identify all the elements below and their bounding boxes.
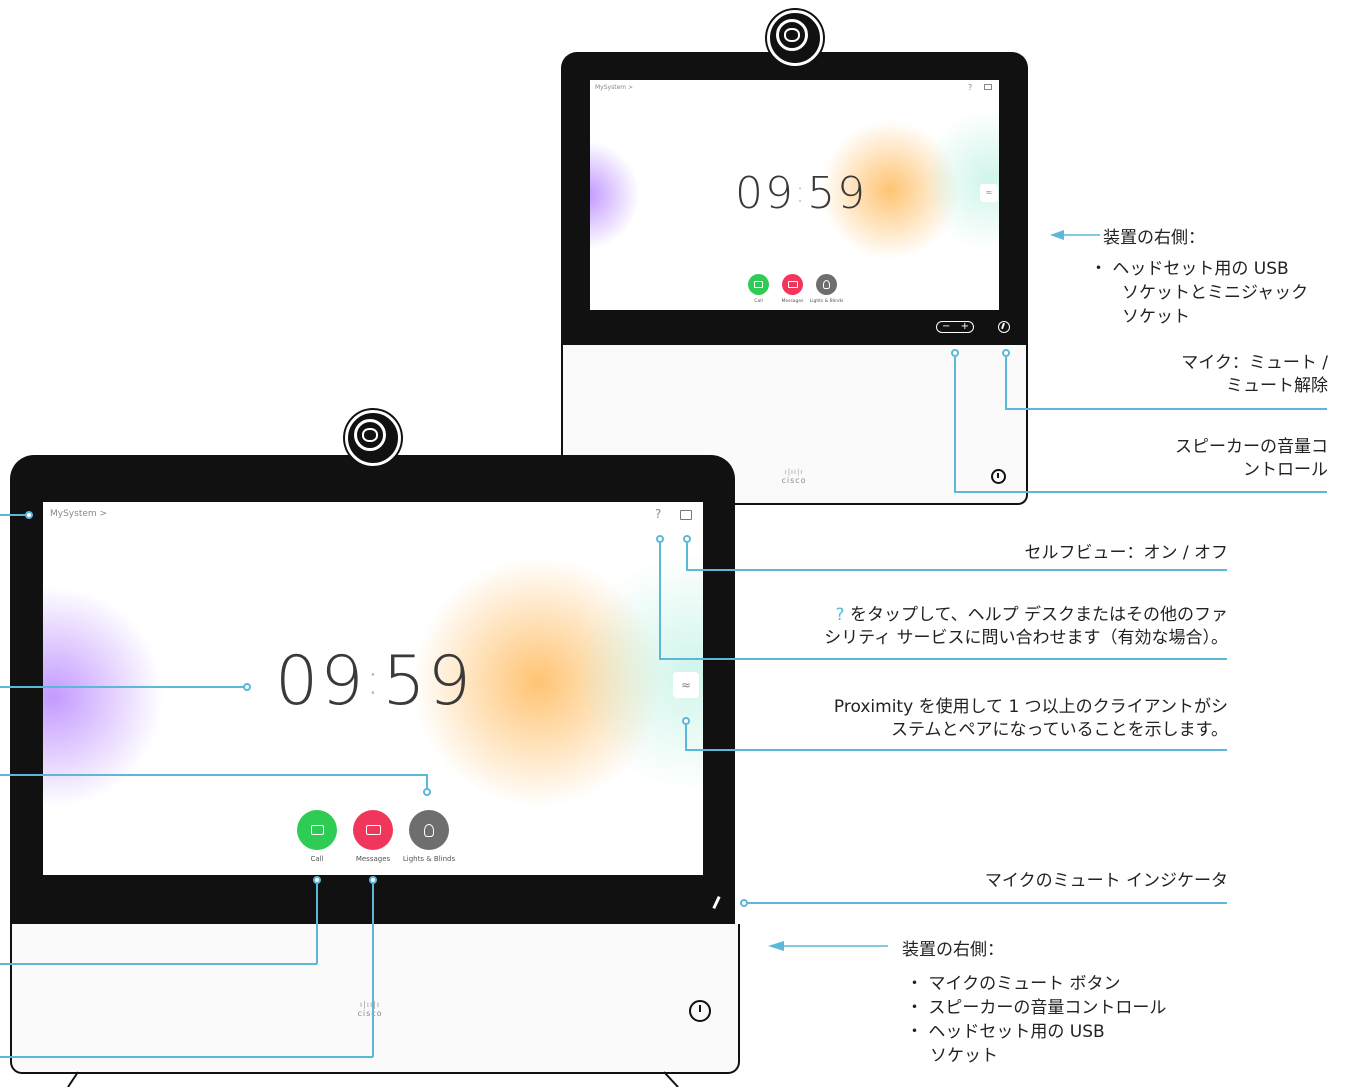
help-callout: ? をタップして、ヘルプ デスクまたはその他のファ シリティ サービスに問い合わ… [824, 605, 1228, 648]
small-cisco-logo: ı|ıı|ı cisco [781, 468, 807, 485]
large-lights-button[interactable] [409, 810, 449, 850]
small-call-label: Call [754, 299, 763, 304]
speaker-volume-callout: スピーカーの音量コ ントロール [1175, 436, 1328, 482]
small-selfview-icon[interactable] [984, 84, 992, 90]
small-volume-control[interactable]: − + [936, 321, 974, 333]
small-lights-label: Lights & Blinds [809, 299, 844, 304]
large-breadcrumb[interactable]: MySystem > [50, 509, 108, 519]
large-lights-label: Lights & Blinds [402, 855, 456, 863]
small-voicemail-icon [787, 281, 798, 288]
small-mic-mute-button[interactable] [998, 321, 1010, 333]
right-side-item: ・ ヘッドセット用の USB [906, 1022, 1105, 1043]
muted-microphone-icon [712, 895, 721, 910]
large-clock: 09:59 [275, 642, 473, 721]
mic-mute-line2: ミュート解除 [1226, 375, 1328, 396]
right-side-item: ・ スピーカーの音量コントロール [906, 998, 1167, 1019]
small-camera [767, 10, 823, 66]
right-side-items-bottom: ・ マイクのミュート ボタン ・ スピーカーの音量コントロール ・ ヘッドセット… [906, 972, 1166, 1069]
right-side-title: 装置の右側： [902, 940, 1004, 960]
large-proximity-indicator: ≈ [673, 672, 699, 698]
small-proximity-indicator: ≈ [980, 184, 998, 202]
mic-mute-indicator-callout: マイクのミュート インジケータ [984, 871, 1228, 891]
large-screen: MySystem > ? 09:59 ≈ Call Messages Light… [43, 502, 703, 875]
small-messages-button[interactable] [782, 274, 803, 295]
selfview-callout: セルフビュー：オン / オフ [1024, 543, 1228, 563]
large-voicemail-icon [365, 825, 381, 835]
power-icon [997, 473, 999, 478]
small-lightbulb-icon [823, 280, 830, 289]
small-help-icon[interactable]: ? [968, 83, 973, 92]
speaker-volume-line2: ントロール [1243, 459, 1328, 480]
right-side-item: ソケット [1122, 306, 1190, 327]
right-side-item: ・ ヘッドセット用の USB [1090, 259, 1289, 279]
right-side-item: ソケット [930, 1046, 998, 1067]
large-call-label: Call [310, 855, 324, 863]
small-breadcrumb[interactable]: MySystem > [595, 84, 634, 91]
small-messages-label: Messages [781, 299, 804, 304]
right-side-item: ・ マイクのミュート ボタン [906, 974, 1121, 994]
large-messages-label: Messages [355, 855, 391, 863]
large-device-stand [67, 1071, 679, 1087]
right-side-title: 装置の右側： [1103, 228, 1205, 248]
small-call-button[interactable] [748, 274, 769, 295]
large-help-icon[interactable]: ? [655, 507, 662, 521]
mic-mute-callout: マイク：ミュート / ミュート解除 [1181, 352, 1328, 398]
mic-mute-line1: マイク：ミュート / [1181, 353, 1328, 373]
large-power-button[interactable] [689, 1000, 711, 1022]
large-selfview-icon[interactable] [680, 510, 692, 520]
large-messages-button[interactable] [353, 810, 393, 850]
arrow-icon-top [1050, 230, 1100, 240]
small-camera-icon [754, 281, 763, 288]
large-device-base [10, 924, 740, 1074]
volume-up-icon[interactable]: + [960, 321, 969, 332]
small-power-button[interactable] [991, 469, 1006, 484]
proximity-callout: Proximity を使用して 1 つ以上のクライアントがシ ステムとペアになっ… [833, 697, 1228, 740]
large-call-button[interactable] [297, 810, 337, 850]
right-side-item: ソケットとミニジャック [1122, 282, 1309, 303]
arrow-icon-bottom [768, 941, 888, 951]
speaker-volume-line1: スピーカーの音量コ [1175, 437, 1328, 457]
right-side-callout-top: 装置の右側： [1103, 226, 1205, 251]
power-icon [699, 1005, 701, 1012]
large-camera-icon [310, 825, 324, 835]
large-cisco-logo: ı|ıı|ı cisco [357, 1000, 383, 1018]
small-clock: 09:59 [735, 168, 868, 219]
small-lights-button[interactable] [816, 274, 837, 295]
right-side-items-top: ・ ヘッドセット用の USB ソケットとミニジャック ソケット [1090, 258, 1308, 329]
right-side-callout-bottom: 装置の右側： [902, 938, 1004, 963]
small-screen: MySystem > ? 09:59 ≈ Call Messages Light… [590, 80, 999, 310]
help-question-mark: ? [835, 605, 845, 625]
large-lightbulb-icon [424, 823, 434, 837]
large-camera [345, 410, 401, 466]
microphone-icon [1001, 322, 1005, 330]
volume-down-icon[interactable]: − [942, 321, 951, 332]
large-mic-mute-indicator [712, 895, 722, 910]
